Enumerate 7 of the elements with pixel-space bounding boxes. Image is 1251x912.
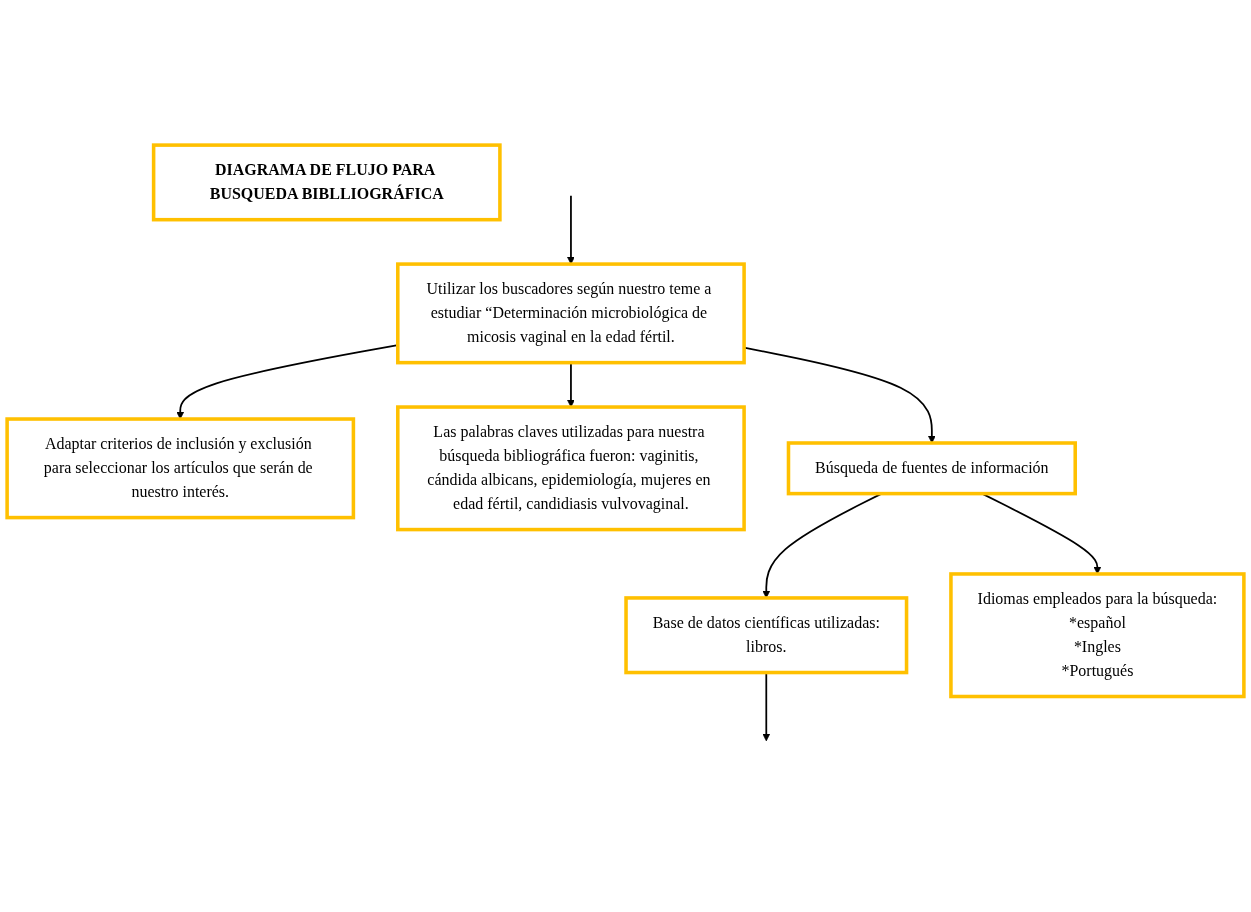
node-box: Las palabras claves utilizadas para nuestra búsqueda bibliográfica fueron: vaginitis, cándida albicans, epidemiología, mujeres en edad fértil, candidiasis vulvovaginal. bbox=[396, 404, 746, 532]
node-box: Búsqueda de fuentes de información bbox=[786, 440, 1077, 496]
node-box: Base de datos científicas utilizadas: libros. bbox=[624, 595, 909, 674]
node-box: DIAGRAMA DE FLUJO PARA BUSQUEDA BIBLLIOGRÁFICA bbox=[151, 143, 502, 222]
node-box: Idiomas empleados para la búsqueda: *español *Ingles *Portugués bbox=[949, 571, 1246, 698]
node-box: Adaptar criterios de inclusión y exclusión para seleccionar los artículos que serán de nuestro interés. bbox=[5, 416, 356, 520]
node-box: Utilizar los buscadores según nuestro teme a estudiar “Determinación microbiológica de micosis vaginal en la edad fértil. bbox=[396, 262, 746, 365]
